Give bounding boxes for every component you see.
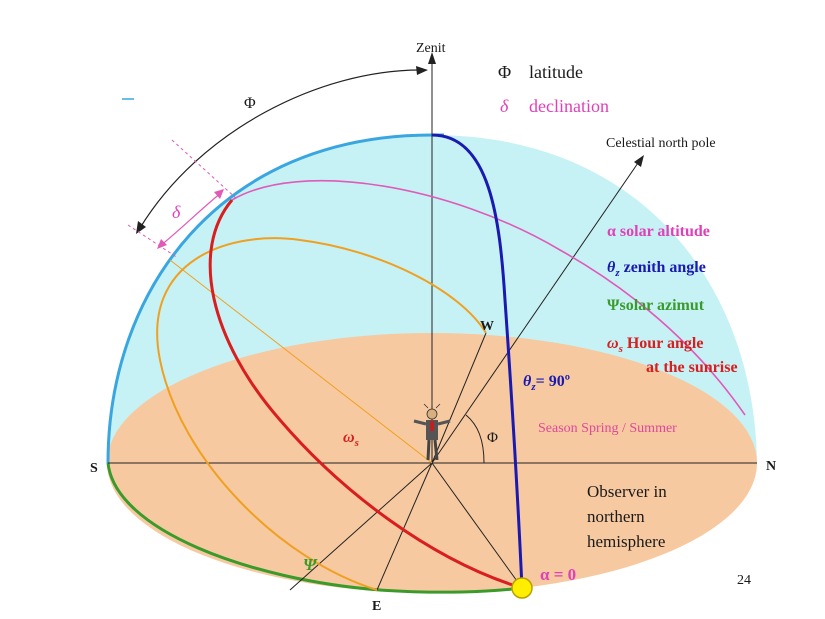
theta90-label: θz= 90º [523,373,570,393]
zenith-label: Zenit [416,41,446,56]
legend-delta-symbol: δ [500,96,509,116]
west-label: W [480,319,494,334]
summer-sun-path [231,179,746,416]
declination-arrow-top [214,189,224,199]
hour-angle-label: ωs Hour angle [607,335,703,355]
celestial-pole-axis [431,159,641,464]
dome-outline [106,133,444,464]
dashed-line-1 [127,224,179,259]
observer-line-2: northern [587,507,645,526]
latitude-angle-mark [465,414,485,464]
zenith-arrowhead [428,52,436,64]
declination-arc [159,191,223,247]
omega-label: ωs [343,429,359,449]
season-label: Season Spring / Summer [538,421,677,436]
celestial-pole-label: Celestial north pole [606,136,716,151]
zenith-angle-arc [431,133,524,589]
observer-line-3: hemisphere [587,532,665,551]
pole-arrowhead [634,155,644,167]
sunrise-line [431,462,523,589]
latitude-arrow-top [416,66,428,75]
azimut-ray [289,462,433,591]
solar-altitude-label: α solar altitude [607,223,710,240]
sun-icon [511,577,533,599]
phi-small-label: Φ [487,430,498,446]
declination-arrow-bottom [157,239,167,249]
latitude-arrow-bottom [136,221,146,234]
latitude-arc [139,69,421,229]
hour-angle-arc [208,199,523,590]
phi-arc-label: Φ [244,95,256,112]
delta-arc-label: δ [172,202,181,222]
east-label: E [372,599,381,614]
observer-icon [413,400,451,461]
dashed-line-2 [171,139,239,201]
psi-label: Ψ [303,555,318,574]
legend-phi-symbol: Φ [498,62,511,82]
north-label: N [766,459,776,474]
alpha-zero-label: α = 0 [540,565,576,584]
south-label: S [90,461,98,476]
hour-angle-label-2: at the sunrise [646,359,738,376]
page-number: 24 [737,573,751,588]
solar-azimut-label: Ψsolar azimut [607,297,705,314]
legend-phi-text: latitude [529,62,583,82]
west-line [431,332,487,464]
azimut-arc [106,462,523,594]
legend-delta-text: declination [529,96,609,116]
zenith-angle-label: θz zenith angle [607,259,706,279]
equinox-path [156,237,487,591]
east-line [376,462,433,591]
observer-line-1: Observer in [587,482,667,501]
